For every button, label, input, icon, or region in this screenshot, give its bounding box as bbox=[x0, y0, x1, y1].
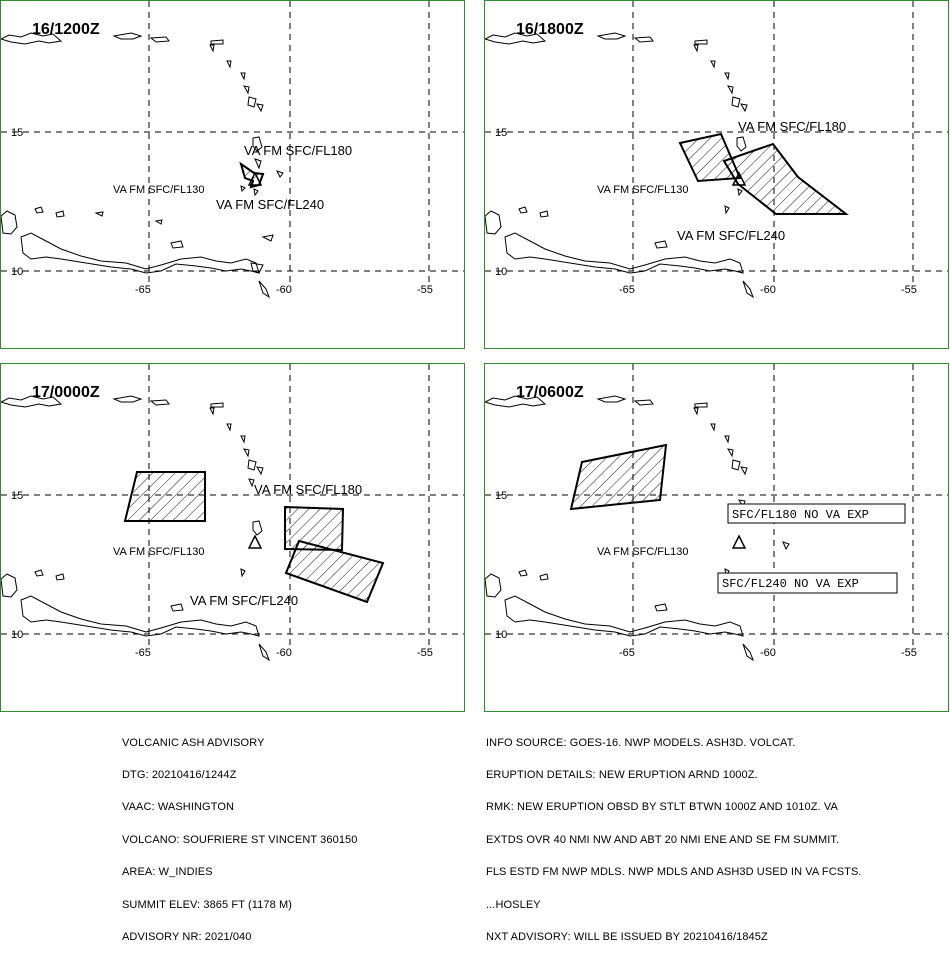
lat-tick-15: 15 bbox=[495, 490, 507, 502]
ash-label-fl180: VA FM SFC/FL180 bbox=[244, 143, 352, 158]
ash-polygon-east bbox=[722, 142, 849, 215]
remarks-line: NXT ADVISORY: WILL BE ISSUED BY 20210416… bbox=[486, 930, 768, 943]
lon-tick-65: -65 bbox=[135, 284, 151, 296]
ash-label-fl180: VA FM SFC/FL180 bbox=[254, 482, 362, 497]
forecast-panel-3: 15 10 -65 -60 -55 17/0000Z VA FM SFC/FL1… bbox=[0, 363, 465, 712]
lat-tick-10: 10 bbox=[11, 629, 23, 641]
ash-label-fl240: VA FM SFC/FL240 bbox=[216, 197, 324, 212]
lat-tick-10: 10 bbox=[495, 629, 507, 641]
remarks-line: FLS ESTD FM NWP MDLS. NWP MDLS AND ASH3D… bbox=[486, 866, 862, 879]
map-svg: 15 10 -65 -60 -55 17/0000Z VA FM SFC/FL1… bbox=[1, 364, 464, 662]
ash-label-fl240: VA FM SFC/FL240 bbox=[190, 593, 298, 608]
advisory-line: VOLCANO: SOUFRIERE ST VINCENT 360150 bbox=[122, 833, 358, 846]
volcano-icon bbox=[731, 171, 747, 186]
ash-polygon-west bbox=[123, 471, 206, 522]
ash-label-fl130: VA FM SFC/FL130 bbox=[597, 546, 689, 558]
map-svg: 15 10 -65 -60 -55 17/0600Z VA FM SFC/FL1… bbox=[485, 364, 948, 662]
advisory-line: DTG: 20210416/1244Z bbox=[122, 768, 237, 781]
ash-label-fl180: VA FM SFC/FL180 bbox=[738, 119, 846, 134]
lat-tick-15: 15 bbox=[11, 127, 23, 139]
advisory-line: VAAC: WASHINGTON bbox=[122, 801, 235, 814]
lat-tick-15: 15 bbox=[11, 490, 23, 502]
forecast-panel-4: 15 10 -65 -60 -55 17/0600Z VA FM SFC/FL1… bbox=[484, 363, 949, 712]
ash-polygon-fl180 bbox=[284, 505, 345, 552]
advisory-line: SUMMIT ELEV: 3865 FT (1178 M) bbox=[122, 898, 292, 911]
lat-lon-grid bbox=[1, 364, 464, 649]
remarks-line: ...HOSLEY bbox=[486, 898, 541, 911]
volcano-icon bbox=[731, 534, 747, 549]
volcano-icon bbox=[247, 171, 263, 186]
lon-tick-60: -60 bbox=[276, 284, 292, 296]
no-va-box-fl180: SFC/FL180 NO VA EXP bbox=[727, 503, 906, 524]
remarks-line: INFO SOURCE: GOES-16. NWP MODELS. ASH3D.… bbox=[486, 736, 796, 749]
ash-label-fl240: VA FM SFC/FL240 bbox=[677, 228, 785, 243]
no-va-box-fl240: SFC/FL240 NO VA EXP bbox=[717, 572, 898, 594]
remarks-line: ERUPTION DETAILS: NEW ERUPTION ARND 1000… bbox=[486, 768, 758, 781]
advisory-remarks-block: INFO SOURCE: GOES-16. NWP MODELS. ASH3D.… bbox=[486, 716, 862, 954]
lon-tick-60: -60 bbox=[760, 284, 776, 296]
advisory-line: ADVISORY NR: 2021/040 bbox=[122, 930, 252, 943]
coastline bbox=[485, 395, 790, 662]
lon-tick-60: -60 bbox=[760, 647, 776, 659]
lon-tick-55: -55 bbox=[417, 647, 433, 659]
lat-lon-grid bbox=[485, 1, 948, 286]
advisory-line: AREA: W_INDIES bbox=[122, 866, 213, 879]
volcano-icon bbox=[247, 534, 263, 549]
lat-tick-10: 10 bbox=[11, 266, 23, 278]
remarks-line: RMK: NEW ERUPTION OBSD BY STLT BTWN 1000… bbox=[486, 801, 838, 814]
map-svg: 15 10 -65 -60 -55 16/1800Z VA FM SFC/FL1… bbox=[485, 1, 948, 299]
panel-time-label: 16/1800Z bbox=[516, 21, 584, 38]
lon-tick-55: -55 bbox=[417, 284, 433, 296]
lat-lon-grid bbox=[485, 364, 948, 649]
ash-label-fl130: VA FM SFC/FL130 bbox=[113, 546, 205, 558]
ash-label-fl130: VA FM SFC/FL130 bbox=[113, 184, 205, 196]
panel-time-label: 17/0600Z bbox=[516, 384, 584, 401]
advisory-header-block: VOLCANIC ASH ADVISORY DTG: 20210416/1244… bbox=[122, 716, 358, 954]
coastline bbox=[485, 32, 755, 299]
forecast-panel-2: 15 10 -65 -60 -55 16/1800Z VA FM SFC/FL1… bbox=[484, 0, 949, 349]
coastline bbox=[1, 395, 271, 662]
lat-lon-grid bbox=[1, 1, 464, 286]
advisory-line: VOLCANIC ASH ADVISORY bbox=[122, 736, 265, 749]
no-va-label-fl240: SFC/FL240 NO VA EXP bbox=[722, 577, 859, 591]
lon-tick-55: -55 bbox=[901, 284, 917, 296]
forecast-panel-1: 15 10 -65 -60 -55 16/1200Z VA FM SFC/FL1… bbox=[0, 0, 465, 349]
map-svg: 15 10 -65 -60 -55 16/1200Z VA FM SFC/FL1… bbox=[1, 1, 464, 299]
ash-polygon-west bbox=[569, 443, 668, 511]
ash-polygon-fl240 bbox=[284, 539, 385, 604]
panel-time-label: 16/1200Z bbox=[32, 21, 100, 38]
lat-tick-15: 15 bbox=[495, 127, 507, 139]
no-va-label-fl180: SFC/FL180 NO VA EXP bbox=[732, 508, 869, 522]
lon-tick-65: -65 bbox=[619, 647, 635, 659]
lat-tick-10: 10 bbox=[495, 266, 507, 278]
panel-time-label: 17/0000Z bbox=[32, 384, 100, 401]
lon-tick-60: -60 bbox=[276, 647, 292, 659]
remarks-line: EXTDS OVR 40 NMI NW AND ABT 20 NMI ENE A… bbox=[486, 833, 840, 846]
coastline bbox=[1, 32, 284, 299]
lon-tick-65: -65 bbox=[619, 284, 635, 296]
lon-tick-65: -65 bbox=[135, 647, 151, 659]
lon-tick-55: -55 bbox=[901, 647, 917, 659]
ash-label-fl130: VA FM SFC/FL130 bbox=[597, 184, 689, 196]
